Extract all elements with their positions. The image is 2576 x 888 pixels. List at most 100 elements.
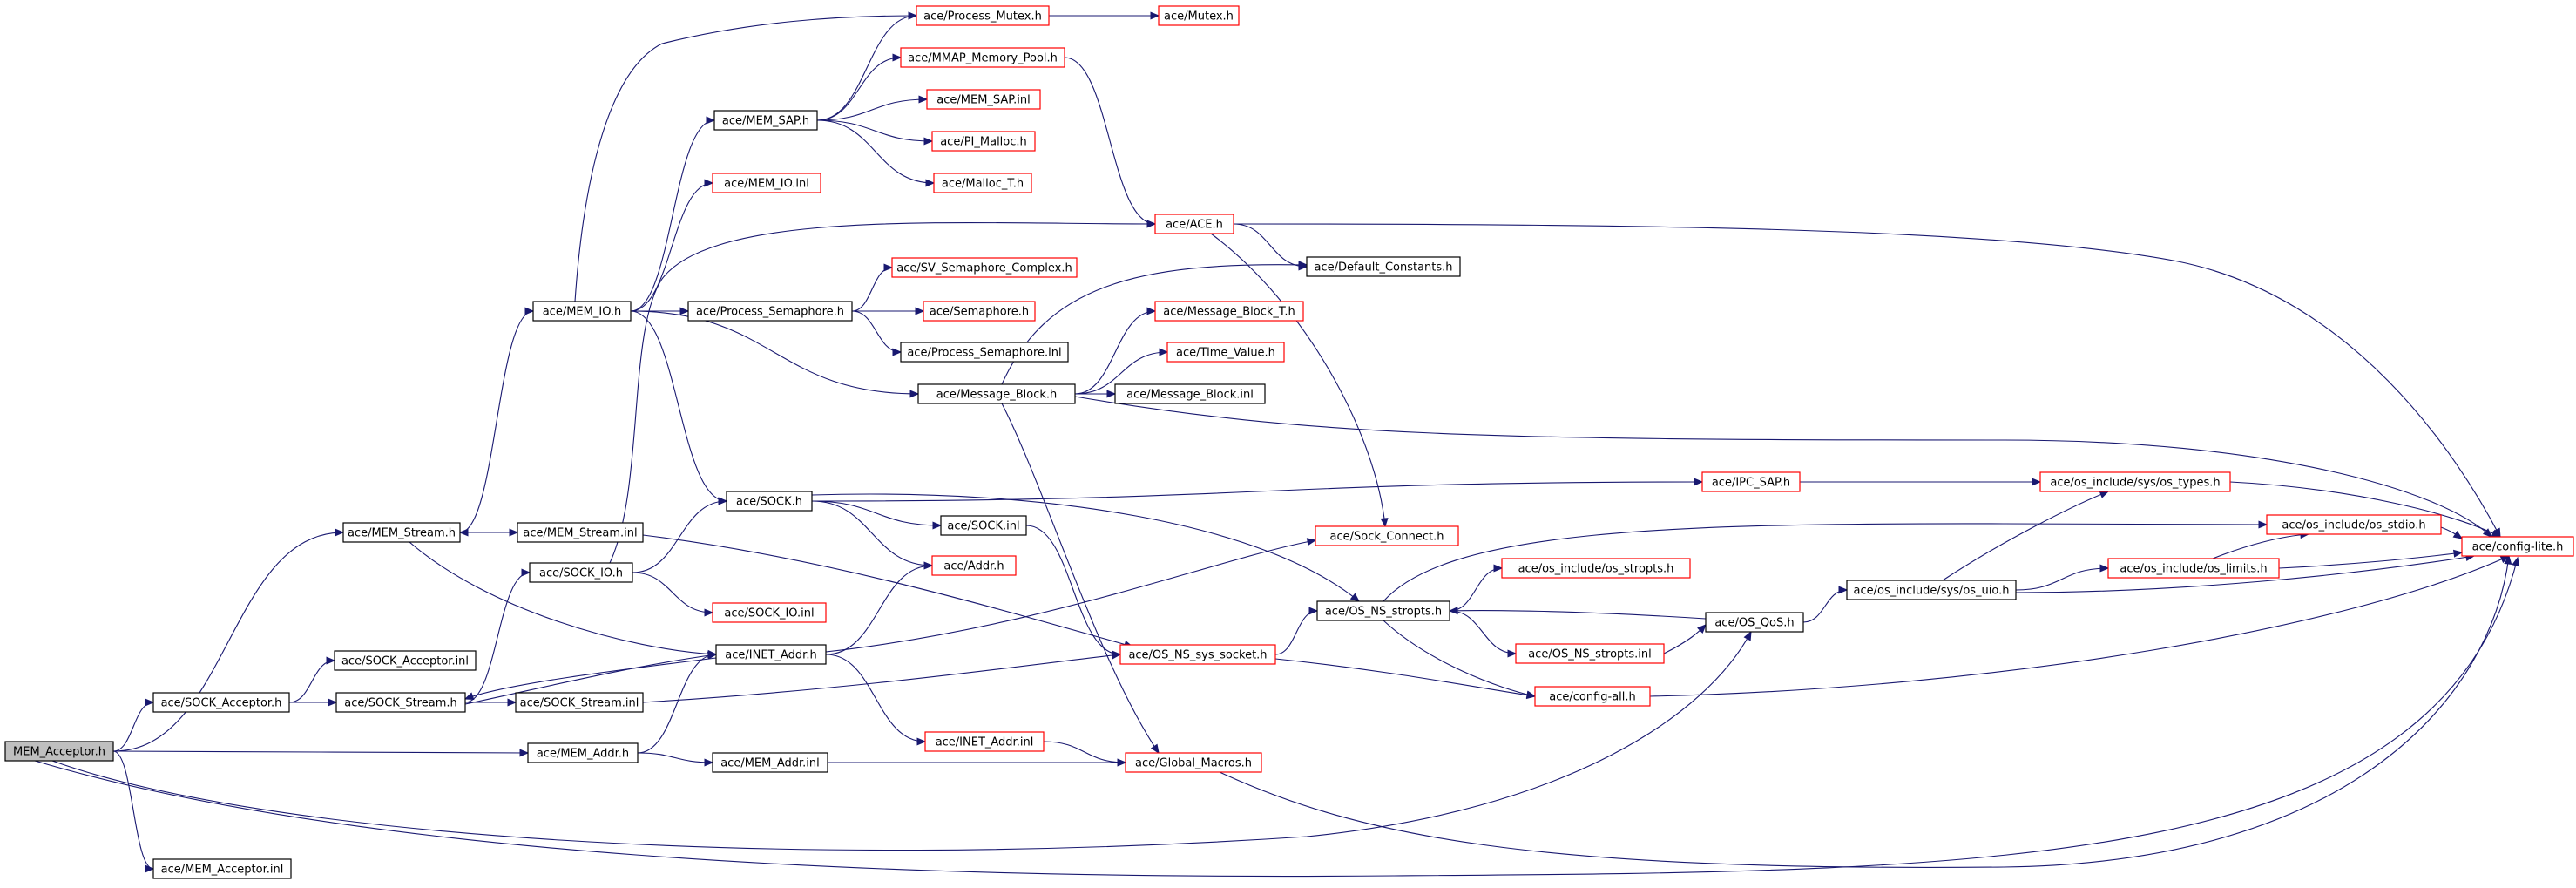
node-sv-semaphore-complex-h[interactable]: ace/SV_Semaphore_Complex.h [891, 257, 1078, 278]
node-config-lite-h[interactable]: ace/config-lite.h [2461, 536, 2574, 557]
node-box[interactable] [2107, 558, 2280, 579]
node-process-semaphore-h[interactable]: ace/Process_Semaphore.h [687, 301, 853, 322]
node-box[interactable] [712, 173, 821, 193]
node-box[interactable] [152, 692, 290, 713]
node-box[interactable] [2461, 536, 2574, 557]
node-box[interactable] [1154, 214, 1234, 234]
node-box[interactable] [334, 650, 477, 671]
node-box[interactable] [527, 742, 639, 763]
node-mem-acceptor-inl[interactable]: ace/MEM_Acceptor.inl [152, 858, 292, 879]
node-box[interactable] [1315, 525, 1459, 546]
node-box[interactable] [916, 5, 1050, 26]
node-sock-acceptor-inl[interactable]: ace/SOCK_Acceptor.inl [334, 650, 477, 671]
node-os-sys-types-h[interactable]: ace/os_include/sys/os_types.h [2039, 471, 2231, 492]
node-mem-stream-inl[interactable]: ace/MEM_Stream.inl [517, 522, 644, 543]
node-os-ns-sys-socket-h[interactable]: ace/OS_NS_sys_socket.h [1119, 644, 1276, 665]
node-mem-addr-inl[interactable]: ace/MEM_Addr.inl [712, 752, 828, 773]
node-global-macros-h[interactable]: ace/Global_Macros.h [1125, 752, 1262, 773]
node-sock-io-h[interactable]: ace/SOCK_IO.h [529, 562, 633, 583]
node-os-stdio-h[interactable]: ace/os_include/os_stdio.h [2266, 514, 2442, 535]
node-box[interactable] [1501, 558, 1691, 579]
node-os-limits-h[interactable]: ace/os_include/os_limits.h [2107, 558, 2280, 579]
node-message-block-h[interactable]: ace/Message_Block.h [917, 383, 1076, 404]
node-box[interactable] [1534, 686, 1651, 707]
node-sock-inl[interactable]: ace/SOCK.inl [940, 515, 1027, 536]
node-message-block-t-h[interactable]: ace/Message_Block_T.h [1154, 301, 1304, 322]
node-box[interactable] [1846, 580, 2017, 600]
node-message-block-inl[interactable]: ace/Message_Block.inl [1114, 383, 1266, 404]
node-box[interactable] [1119, 644, 1276, 665]
node-box[interactable] [923, 301, 1036, 322]
node-mem-stream-h[interactable]: ace/MEM_Stream.h [342, 522, 461, 543]
node-box[interactable] [1158, 5, 1240, 26]
node-os-sys-uio-h[interactable]: ace/os_include/sys/os_uio.h [1846, 580, 2017, 600]
node-time-value-h[interactable]: ace/Time_Value.h [1166, 342, 1285, 363]
node-box[interactable] [715, 644, 827, 665]
node-mem-addr-h[interactable]: ace/MEM_Addr.h [527, 742, 639, 763]
node-sock-io-inl[interactable]: ace/SOCK_IO.inl [712, 602, 827, 623]
node-os-ns-stropts-h[interactable]: ace/OS_NS_stropts.h [1316, 600, 1450, 621]
node-os-include-stropts-h[interactable]: ace/os_include/os_stropts.h [1501, 558, 1691, 579]
node-os-qos-h[interactable]: ace/OS_QoS.h [1705, 612, 1804, 633]
node-box[interactable] [726, 491, 813, 512]
node-box[interactable] [891, 257, 1078, 278]
node-box[interactable] [2266, 514, 2442, 535]
node-box[interactable] [4, 741, 114, 762]
node-box[interactable] [1114, 383, 1266, 404]
node-pi-malloc-h[interactable]: ace/PI_Malloc.h [931, 131, 1036, 152]
node-box[interactable] [900, 47, 1065, 68]
node-box[interactable] [335, 692, 466, 713]
node-root[interactable]: MEM_Acceptor.h [4, 741, 114, 762]
node-ace-h[interactable]: ace/ACE.h [1154, 214, 1234, 234]
node-box[interactable] [1306, 256, 1461, 277]
node-mutex-h[interactable]: ace/Mutex.h [1158, 5, 1240, 26]
node-box[interactable] [1705, 612, 1804, 633]
node-mem-sap-inl[interactable]: ace/MEM_SAP.inl [926, 89, 1041, 110]
node-box[interactable] [713, 110, 818, 131]
node-config-all-h[interactable]: ace/config-all.h [1534, 686, 1651, 707]
node-semaphore-h[interactable]: ace/Semaphore.h [923, 301, 1036, 322]
node-box[interactable] [532, 301, 632, 322]
node-box[interactable] [900, 342, 1069, 363]
node-mmap-memory-pool-h[interactable]: ace/MMAP_Memory_Pool.h [900, 47, 1065, 68]
node-process-semaphore-inl[interactable]: ace/Process_Semaphore.inl [900, 342, 1069, 363]
node-sock-connect-h[interactable]: ace/Sock_Connect.h [1315, 525, 1459, 546]
node-box[interactable] [712, 752, 828, 773]
node-box[interactable] [931, 131, 1036, 152]
node-box[interactable] [1154, 301, 1304, 322]
node-box[interactable] [712, 602, 827, 623]
node-box[interactable] [152, 858, 292, 879]
node-malloc-t-h[interactable]: ace/Malloc_T.h [933, 173, 1032, 193]
node-addr-h[interactable]: ace/Addr.h [931, 555, 1017, 576]
node-sock-stream-inl[interactable]: ace/SOCK_Stream.inl [515, 692, 644, 713]
node-sock-stream-h[interactable]: ace/SOCK_Stream.h [335, 692, 466, 713]
node-inet-addr-h[interactable]: ace/INET_Addr.h [715, 644, 827, 665]
node-box[interactable] [1515, 643, 1665, 664]
node-box[interactable] [940, 515, 1027, 536]
node-mem-io-h[interactable]: ace/MEM_IO.h [532, 301, 632, 322]
node-box[interactable] [517, 522, 644, 543]
node-box[interactable] [1166, 342, 1285, 363]
node-box[interactable] [687, 301, 853, 322]
node-box[interactable] [924, 731, 1045, 752]
node-box[interactable] [529, 562, 633, 583]
node-box[interactable] [2039, 471, 2231, 492]
node-mem-sap-h[interactable]: ace/MEM_SAP.h [713, 110, 818, 131]
node-process-mutex-h[interactable]: ace/Process_Mutex.h [916, 5, 1050, 26]
node-box[interactable] [1125, 752, 1262, 773]
node-box[interactable] [931, 555, 1017, 576]
node-os-ns-stropts-inl[interactable]: ace/OS_NS_stropts.inl [1515, 643, 1665, 664]
node-sock-h[interactable]: ace/SOCK.h [726, 491, 813, 512]
node-ipc-sap-h[interactable]: ace/IPC_SAP.h [1701, 471, 1801, 492]
node-box[interactable] [1316, 600, 1450, 621]
node-sock-acceptor-h[interactable]: ace/SOCK_Acceptor.h [152, 692, 290, 713]
node-box[interactable] [1701, 471, 1801, 492]
node-mem-io-inl[interactable]: ace/MEM_IO.inl [712, 173, 821, 193]
node-box[interactable] [515, 692, 644, 713]
node-default-constants-h[interactable]: ace/Default_Constants.h [1306, 256, 1461, 277]
node-box[interactable] [933, 173, 1032, 193]
node-inet-addr-inl[interactable]: ace/INET_Addr.inl [924, 731, 1045, 752]
node-box[interactable] [917, 383, 1076, 404]
node-box[interactable] [342, 522, 461, 543]
node-box[interactable] [926, 89, 1041, 110]
